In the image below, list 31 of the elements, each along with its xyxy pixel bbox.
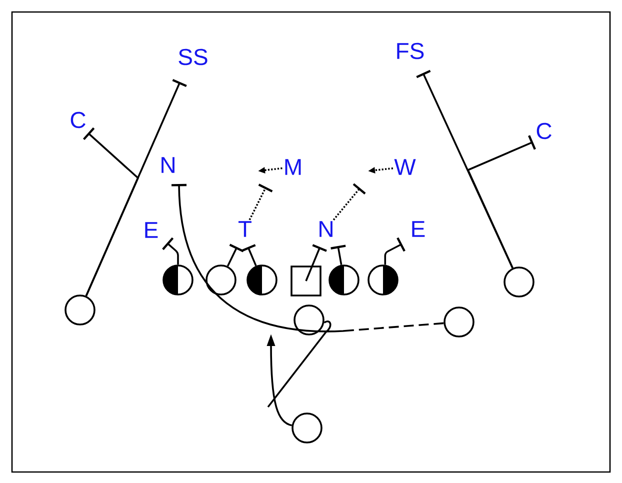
player-circle	[206, 264, 236, 296]
block-line	[305, 244, 327, 282]
position-label: SS	[178, 48, 208, 66]
half-filled-circle	[368, 264, 398, 296]
block-line	[241, 244, 257, 266]
half-filled-circle	[162, 264, 194, 296]
player-circle	[292, 412, 322, 444]
position-label: FS	[397, 42, 424, 60]
position-label: N	[320, 221, 332, 237]
position-label: C	[70, 112, 86, 128]
block-line	[226, 244, 244, 267]
route-line	[172, 184, 444, 332]
half-filled-circle	[246, 264, 278, 296]
block-line	[332, 183, 366, 220]
route-line	[267, 320, 332, 408]
position-label: N	[162, 157, 174, 173]
block-line	[330, 244, 346, 265]
block-line	[248, 184, 273, 220]
player-square	[290, 266, 322, 296]
block-line	[466, 135, 536, 268]
position-label: E	[412, 221, 425, 237]
player-circle	[444, 306, 474, 338]
position-label: M	[285, 159, 301, 175]
player-circle	[294, 304, 324, 336]
position-label: T	[238, 221, 252, 237]
half-filled-circle	[328, 264, 360, 296]
player-circle	[504, 266, 534, 298]
position-label: W	[394, 159, 416, 175]
position-label: C	[536, 122, 552, 140]
player-circle	[64, 294, 96, 326]
position-label: E	[145, 222, 158, 238]
